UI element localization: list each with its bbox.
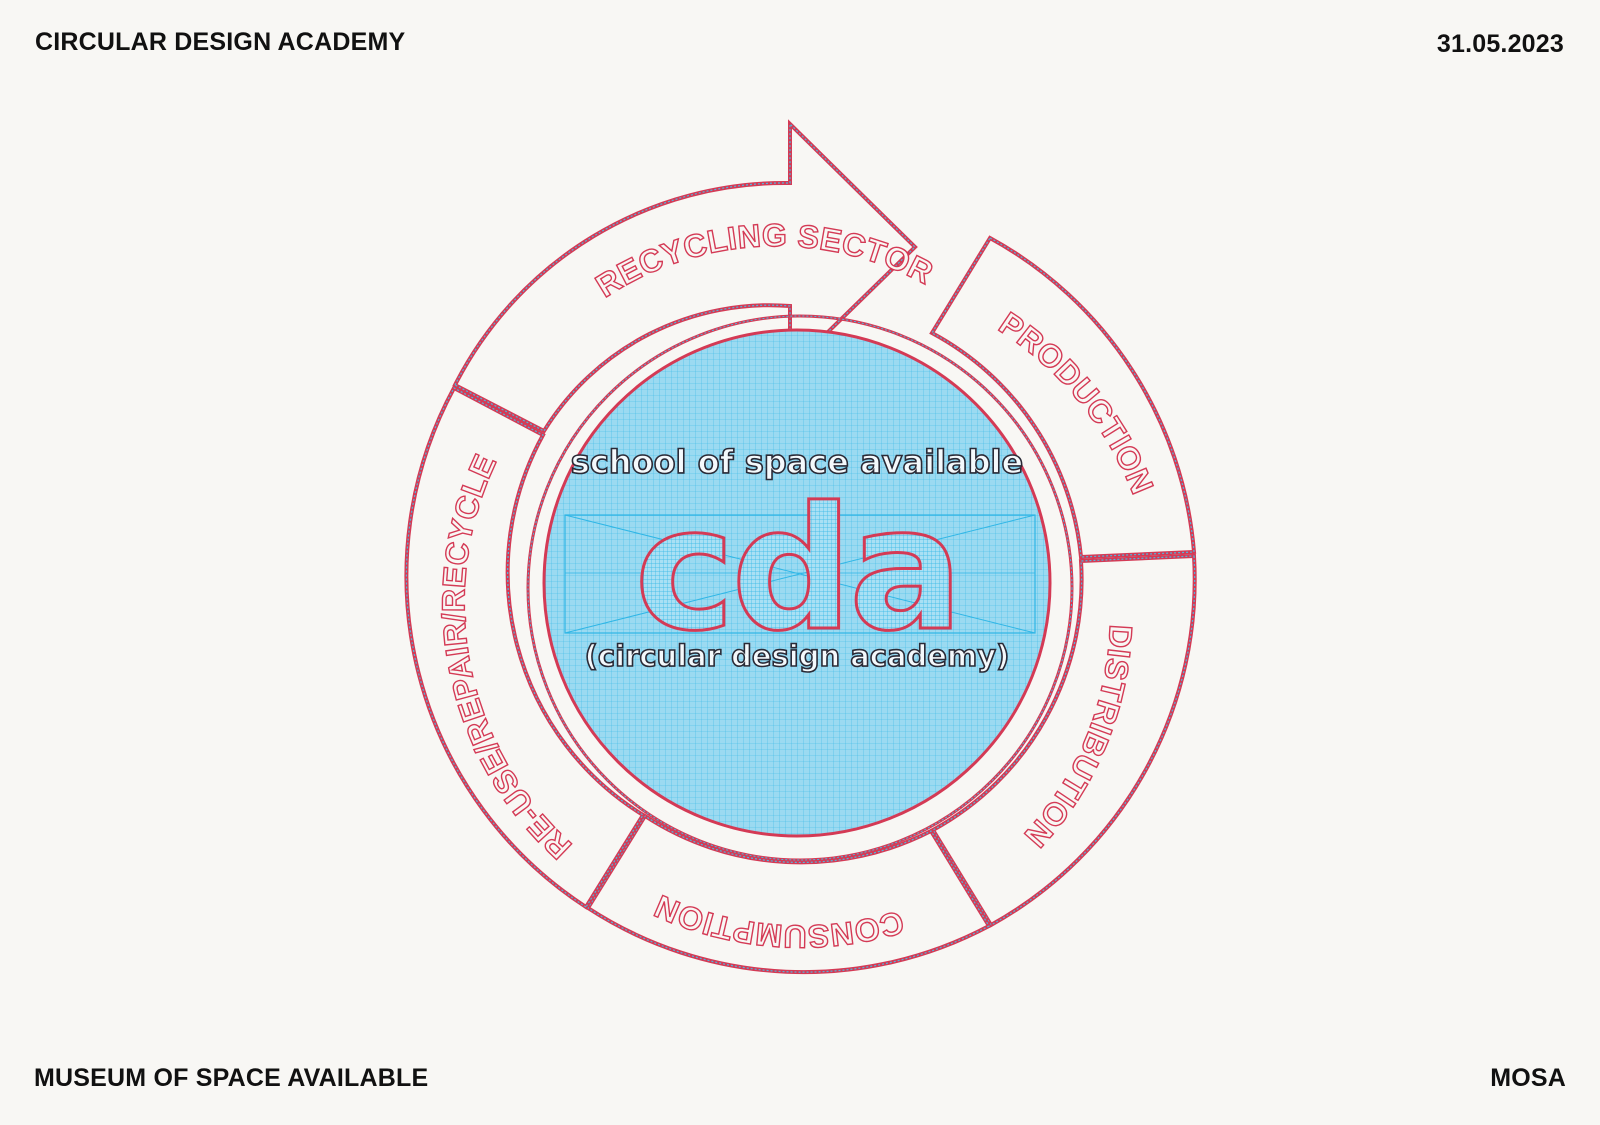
- logo-tagline: school of space available: [571, 443, 1023, 481]
- header-date: 31.05.2023: [1436, 30, 1564, 58]
- logo-guide-box: [564, 514, 1036, 634]
- logo-subtitle: (circular design academy): [585, 639, 1010, 673]
- header-title: CIRCULAR DESIGN ACADEMY: [35, 28, 406, 56]
- footer-abbreviation: MOSA: [1490, 1064, 1566, 1092]
- logo-guide-line: [564, 514, 1036, 634]
- segment-distribution: [930, 553, 1197, 928]
- cda-logo: school of space available cda (circular …: [564, 442, 1036, 674]
- center-grid-circle: [542, 328, 1052, 838]
- logo-acronym: cda: [634, 471, 959, 669]
- footer-organization: MUSEUM OF SPACE AVAILABLE: [34, 1064, 429, 1092]
